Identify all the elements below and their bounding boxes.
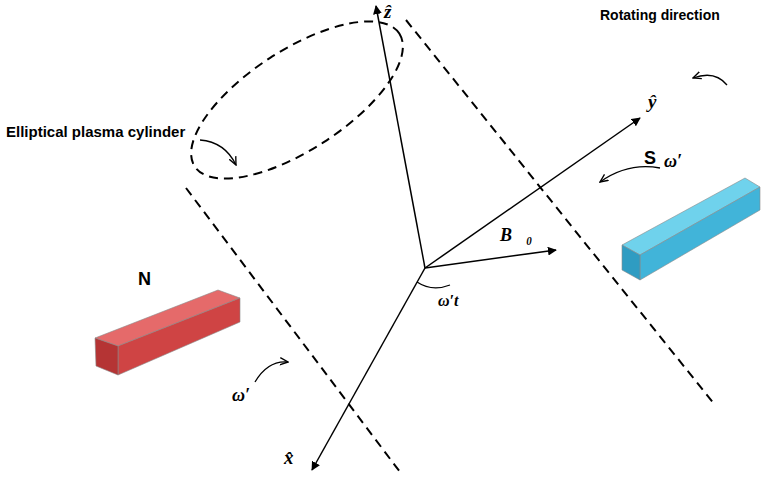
axis-label: x̂	[284, 448, 294, 469]
magnet-face	[622, 245, 640, 280]
callout-label: Rotating direction	[600, 8, 720, 23]
rotation-arrow	[693, 75, 727, 85]
pole-label: N	[138, 270, 151, 288]
magnet-bar	[90, 268, 245, 380]
magnet-pole: S	[614, 145, 762, 285]
magnet-pole: N	[90, 268, 245, 380]
magnet-face	[118, 298, 240, 375]
pole-label: S	[644, 149, 656, 167]
angle-label: ω′t	[438, 292, 459, 310]
rotation-arrow	[600, 167, 660, 182]
cylinder-edge	[406, 20, 715, 405]
pointer-arrow	[200, 140, 236, 165]
axis-label: ẑ	[384, 2, 391, 23]
x-axis	[312, 268, 425, 470]
magnet-bar	[614, 145, 762, 285]
angular-speed: ω′	[232, 386, 250, 406]
y-axis	[425, 118, 640, 268]
magnet-face	[95, 338, 118, 375]
field-vector	[425, 250, 556, 268]
axis-label: ŷ	[648, 92, 656, 113]
rotation-arrow	[255, 362, 288, 382]
plasma-ellipse	[167, 0, 426, 208]
callout-label: Elliptical plasma cylinder	[6, 124, 185, 141]
magnet-face	[640, 187, 760, 280]
angle-arc	[417, 282, 450, 288]
angular-speed: ω′	[664, 152, 682, 172]
z-axis	[376, 6, 425, 268]
vector-label: B⃗₀	[500, 226, 532, 246]
